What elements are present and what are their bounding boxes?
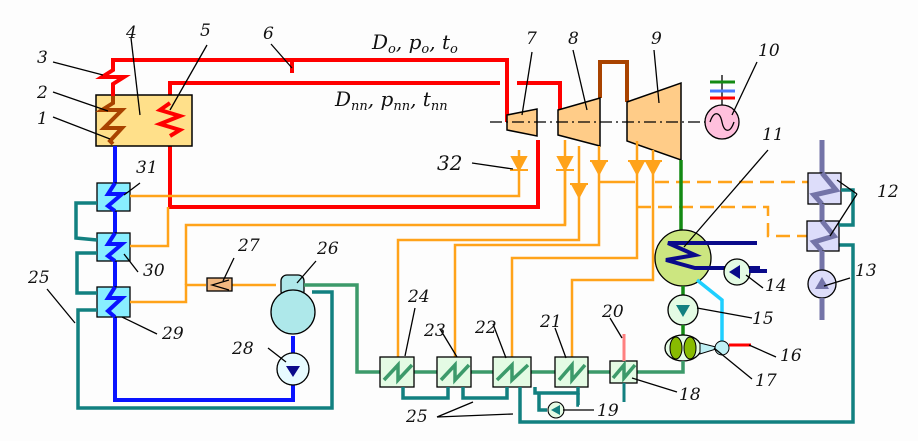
label-26: 26 (316, 239, 339, 259)
cooling-line (695, 278, 724, 345)
crossover-pipe (598, 60, 629, 102)
feed-pump-28 (276, 352, 310, 386)
drain-pump-19 (547, 401, 565, 419)
hp-heater-29 (96, 285, 131, 319)
ejector-cooler-17 (664, 334, 751, 362)
lp-heater-23 (436, 356, 472, 388)
label-7: 7 (526, 29, 537, 49)
label-16: 16 (780, 346, 802, 366)
reheat-steam-params: Dnn, pnn, tnn (334, 87, 448, 114)
label-3: 3 (37, 48, 48, 68)
generator-10 (704, 75, 740, 140)
label-11: 11 (762, 125, 784, 145)
label-32: 32 (437, 151, 462, 175)
circulating-pump-14 (723, 258, 767, 286)
hp-drain-lines (74, 201, 334, 410)
boiler (95, 60, 193, 147)
condensate-pump-15 (667, 286, 699, 338)
label-29: 29 (161, 324, 184, 344)
label-14: 14 (765, 276, 787, 296)
label-19: 19 (597, 401, 619, 421)
reheater-coil-5 (153, 101, 187, 138)
check-valves (510, 156, 662, 200)
hp-heater-31 (96, 181, 131, 213)
extraction-lines-hp (130, 150, 567, 304)
label-1: 1 (37, 109, 48, 129)
lp-heater-21 (554, 356, 589, 388)
hp-heater-30 (96, 231, 131, 263)
label-4: 4 (125, 23, 137, 43)
label-20: 20 (601, 302, 624, 322)
main-steam-params: Do, po, to (371, 30, 458, 57)
label-17: 17 (755, 371, 777, 391)
label-23: 23 (423, 321, 446, 341)
label-30: 30 (143, 261, 165, 281)
label-5: 5 (200, 21, 211, 41)
label-28: 28 (231, 339, 254, 359)
lp-heater-24 (379, 356, 415, 388)
leader-lines (46, 37, 858, 418)
component-numbers: 1 2 3 4 5 6 7 8 9 10 11 12 13 14 15 16 1… (27, 21, 899, 427)
label-24: 24 (407, 287, 430, 307)
steam-parameter-labels: Do, po, to Dnn, pnn, tnn (334, 30, 458, 114)
label-27: 27 (237, 236, 260, 256)
label-8: 8 (568, 29, 579, 49)
label-15: 15 (752, 309, 774, 329)
label-22: 22 (474, 318, 497, 338)
feedwater-line (113, 146, 295, 402)
label-9: 9 (651, 29, 662, 49)
label-31: 31 (136, 158, 158, 178)
label-21: 21 (539, 312, 562, 332)
network-heaters-12 (806, 140, 855, 272)
label-25-bottom: 25 (405, 407, 428, 427)
label-2: 2 (36, 83, 48, 103)
deaerator-26 (270, 274, 380, 374)
label-6: 6 (263, 24, 274, 44)
label-13: 13 (855, 261, 877, 281)
label-25-left: 25 (27, 268, 50, 288)
superheater-coil-3 (95, 60, 131, 96)
label-10: 10 (758, 41, 780, 61)
ejector-27 (206, 277, 233, 292)
extraction-lines-turbine (396, 140, 808, 357)
lp-heater-18 (609, 334, 638, 402)
network-pump-13 (807, 269, 837, 320)
label-18: 18 (679, 385, 701, 405)
superheater-coil-2 (95, 96, 127, 146)
condensate-line (380, 361, 685, 374)
label-12: 12 (877, 182, 899, 202)
lp-drain-lines (401, 243, 855, 424)
lp-heater-22 (492, 356, 532, 388)
